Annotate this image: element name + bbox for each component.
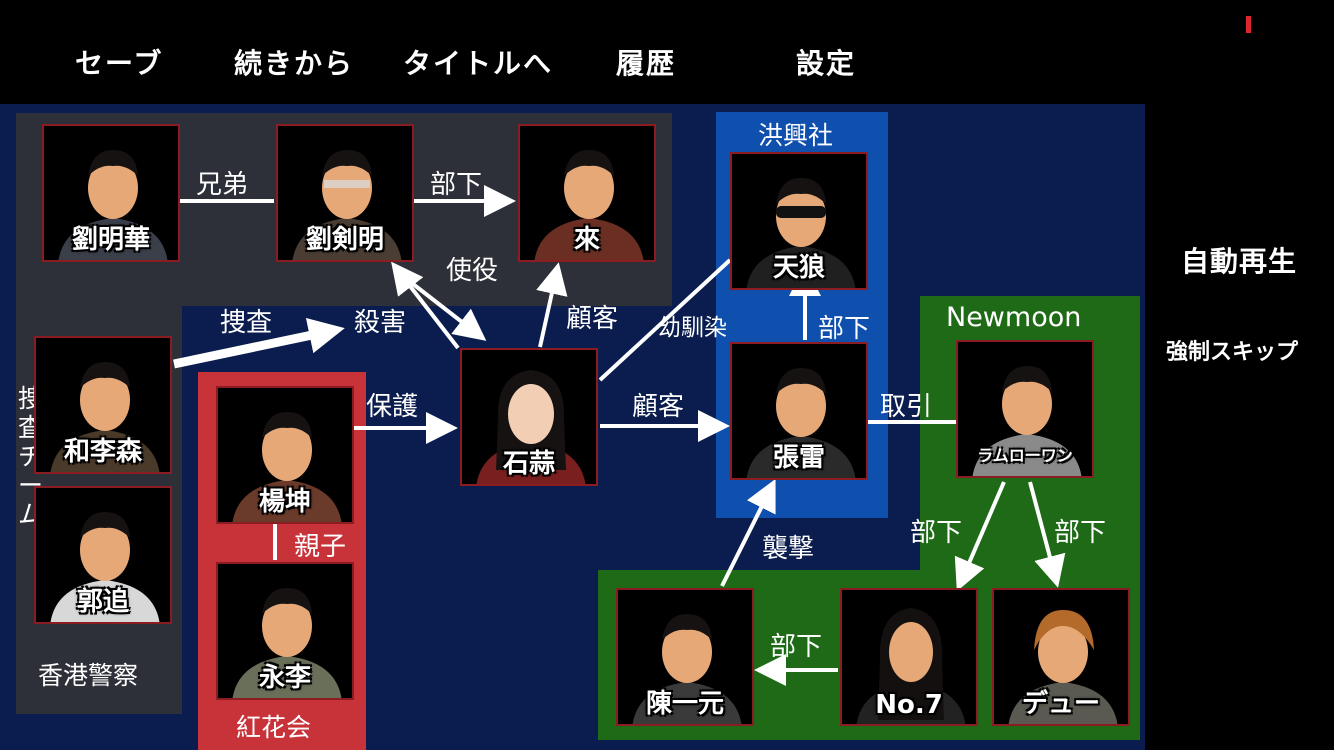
character-yeung-kwan[interactable]: 楊坤 bbox=[216, 386, 354, 524]
character-due[interactable]: デュー bbox=[992, 588, 1130, 726]
character-shek-suen[interactable]: 石蒜 bbox=[460, 348, 598, 486]
osananajimi-link bbox=[598, 258, 732, 382]
character-lau-ming-wah[interactable]: 劉明華 bbox=[42, 124, 180, 262]
portrait-icon bbox=[972, 366, 1082, 476]
status-marker bbox=[1246, 16, 1251, 33]
portrait-icon bbox=[856, 608, 966, 724]
shuugeki-arrow bbox=[720, 478, 776, 587]
portrait-icon bbox=[232, 412, 342, 522]
portrait-icon bbox=[292, 150, 402, 260]
satsugai-arrow bbox=[391, 261, 460, 350]
kokyaku-lai-label: 顧客 bbox=[566, 304, 619, 334]
character-lai[interactable]: 來 bbox=[518, 124, 656, 262]
kokoshya-region-label: 洪興社 bbox=[758, 121, 834, 150]
shuugeki-label: 襲撃 bbox=[762, 534, 815, 564]
sousa-arrow bbox=[173, 317, 345, 369]
save-menu-button[interactable]: セーブ bbox=[75, 47, 164, 80]
character-name: 來 bbox=[573, 225, 600, 255]
hogo-label: 保護 bbox=[366, 392, 419, 422]
subordinate-chan-label: 部下 bbox=[770, 632, 823, 662]
satsugai-label: 殺害 bbox=[354, 308, 407, 338]
character-lau-kim-ming[interactable]: 劉剣明 bbox=[276, 124, 414, 262]
character-wing-lee[interactable]: 永李 bbox=[216, 562, 354, 700]
character-name: 和李森 bbox=[63, 437, 142, 467]
portrait-icon bbox=[50, 512, 160, 622]
character-name: No.7 bbox=[875, 690, 943, 720]
relationship-links bbox=[173, 185, 1066, 686]
character-no7[interactable]: No.7 bbox=[840, 588, 978, 726]
character-name: 石蒜 bbox=[502, 449, 555, 479]
force-skip-button[interactable]: 強制スキップ bbox=[1166, 340, 1299, 365]
character-name: 郭追 bbox=[76, 587, 129, 617]
subordinate-no7-label: 部下 bbox=[910, 518, 963, 548]
continue-menu-button[interactable]: 続きから bbox=[234, 47, 355, 80]
history-menu-button[interactable]: 履歴 bbox=[616, 47, 677, 80]
character-name: 天狼 bbox=[772, 253, 825, 283]
portrait-icon bbox=[746, 178, 856, 288]
character-cheung-lui[interactable]: 張雷 bbox=[730, 342, 868, 480]
auto-play-button[interactable]: 自動再生 bbox=[1181, 245, 1298, 278]
portrait-icon bbox=[476, 370, 586, 484]
character-name: 張雷 bbox=[772, 443, 825, 473]
character-name: ラムローワン bbox=[977, 446, 1073, 465]
police-region-label: 香港警察 bbox=[38, 661, 139, 690]
relationship-chart: 香港警察 紅花会 洪興社 Newmoon bbox=[0, 104, 1145, 750]
character-name: 劉剣明 bbox=[305, 225, 384, 255]
sousa-label: 捜査 bbox=[220, 308, 273, 338]
subordinate-top-label: 部下 bbox=[430, 170, 483, 200]
portrait-icon bbox=[50, 362, 160, 472]
osananajimi-label: 幼馴染 bbox=[658, 315, 727, 341]
subordinate-no7-arrow bbox=[954, 481, 1006, 592]
character-name: デュー bbox=[1021, 689, 1100, 719]
kokyaku-cheung-label: 顧客 bbox=[632, 392, 685, 422]
subordinate-tianlang-label: 部下 bbox=[818, 314, 871, 344]
title-menu-button[interactable]: タイトルへ bbox=[403, 47, 554, 80]
kokakai-region-label: 紅花会 bbox=[236, 713, 312, 742]
subordinate-due-arrow bbox=[1028, 481, 1066, 588]
settings-menu-button[interactable]: 設定 bbox=[796, 47, 857, 80]
newmoon-region-label: Newmoon bbox=[946, 302, 1082, 333]
portrait-icon bbox=[232, 588, 342, 698]
portrait-icon bbox=[1008, 610, 1118, 724]
torihiki-label: 取引 bbox=[880, 392, 933, 422]
portrait-icon bbox=[58, 150, 168, 260]
kokyaku-lai-arrow bbox=[536, 262, 568, 348]
brothers-label: 兄弟 bbox=[196, 170, 249, 200]
portrait-icon bbox=[534, 150, 644, 260]
oyako-label: 親子 bbox=[294, 532, 347, 562]
character-ram-lo-wan[interactable]: ラムローワン bbox=[956, 340, 1094, 478]
character-kwok-chui[interactable]: 郭追 bbox=[34, 486, 172, 624]
character-wo-lee-sum[interactable]: 和李森 bbox=[34, 336, 172, 474]
portrait-icon bbox=[746, 368, 856, 478]
subordinate-due-label: 部下 bbox=[1054, 518, 1107, 548]
portrait-icon bbox=[632, 614, 742, 724]
character-name: 劉明華 bbox=[71, 225, 150, 255]
character-name: 楊坤 bbox=[258, 487, 311, 517]
character-tin-long[interactable]: 天狼 bbox=[730, 152, 868, 290]
character-name: 陳一元 bbox=[645, 689, 724, 719]
character-chan-yat-yuen[interactable]: 陳一元 bbox=[616, 588, 754, 726]
character-name: 永李 bbox=[258, 663, 311, 693]
shieki-label: 使役 bbox=[446, 256, 499, 286]
